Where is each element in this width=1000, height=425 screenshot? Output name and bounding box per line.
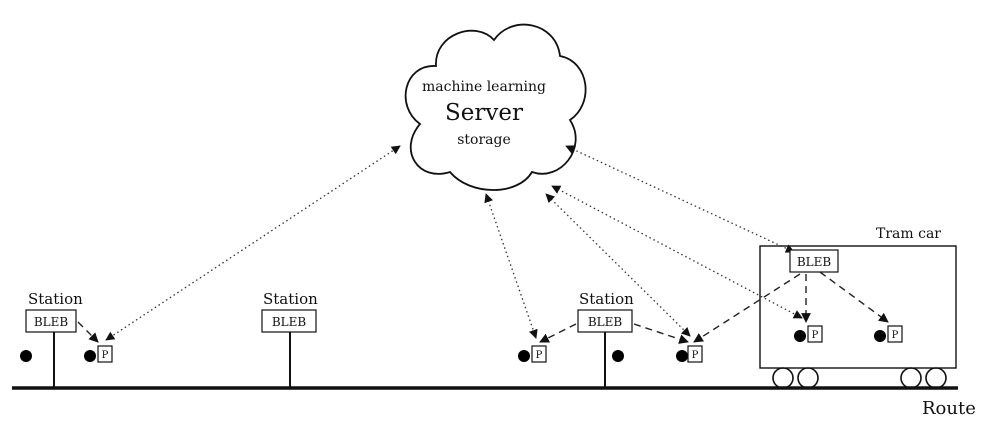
cloud-line-storage: storage — [457, 132, 511, 148]
person-station1-phone — [82, 350, 98, 384]
phone-tram-right: P — [887, 325, 903, 343]
station-3-bleb-box — [577, 309, 633, 333]
server-link-station3-phone-left — [484, 193, 538, 339]
server-link-station1-phone — [105, 145, 401, 341]
phone-label: P — [536, 350, 543, 361]
cloud-line-machine-learning: machine learning — [422, 79, 546, 95]
person-tram-left-phone — [792, 330, 808, 364]
server-links — [105, 145, 803, 341]
person-station3-waiting — [610, 350, 626, 384]
beacon-link-station1 — [77, 321, 99, 343]
station-3-bleb-label: BLEB — [588, 315, 623, 329]
person-tram-right-phone — [872, 330, 888, 364]
beacon-link-station3-left — [539, 323, 577, 343]
phone-label: P — [812, 330, 819, 341]
station-2-bleb-label: BLEB — [272, 315, 307, 329]
tram-car: Tram car BLEB — [759, 226, 957, 389]
phone-label: P — [892, 330, 899, 341]
station-1-label: Station — [28, 290, 83, 308]
phone-label: P — [692, 350, 699, 361]
beacon-link-tram-right — [819, 271, 889, 323]
phone-station3-right: P — [687, 345, 703, 363]
phone-station1: P — [97, 345, 113, 363]
station-3-label: Station — [579, 290, 634, 308]
station-2: Station BLEB — [261, 290, 318, 388]
tram-wheels — [772, 367, 947, 389]
person-station1-waiting — [18, 350, 34, 384]
station-2-bleb-box — [261, 309, 317, 333]
station-3: Station BLEB — [577, 290, 634, 388]
phone-label: P — [102, 350, 109, 361]
phone-station3-left: P — [531, 345, 547, 363]
tram-bleb-box — [789, 249, 839, 273]
person-station3-left-phone — [516, 350, 532, 384]
beacon-link-station3-right — [633, 323, 689, 344]
station-1-bleb-label: BLEB — [34, 315, 69, 329]
tram-car-label: Tram car — [876, 226, 941, 242]
beacon-link-tram-to-station-phone — [693, 273, 801, 343]
cloud-title-server: Server — [445, 100, 523, 126]
station-1-bleb-box — [25, 309, 77, 333]
station-2-label: Station — [263, 290, 318, 308]
tram-bleb-label: BLEB — [797, 255, 832, 269]
phone-tram-left: P — [807, 325, 823, 343]
beacon-links — [77, 271, 889, 344]
route-label: Route — [922, 398, 976, 419]
server-cloud: machine learning Server storage — [404, 23, 587, 191]
server-link-tram-phone-right — [565, 145, 795, 253]
station-1: Station BLEB — [25, 290, 83, 388]
